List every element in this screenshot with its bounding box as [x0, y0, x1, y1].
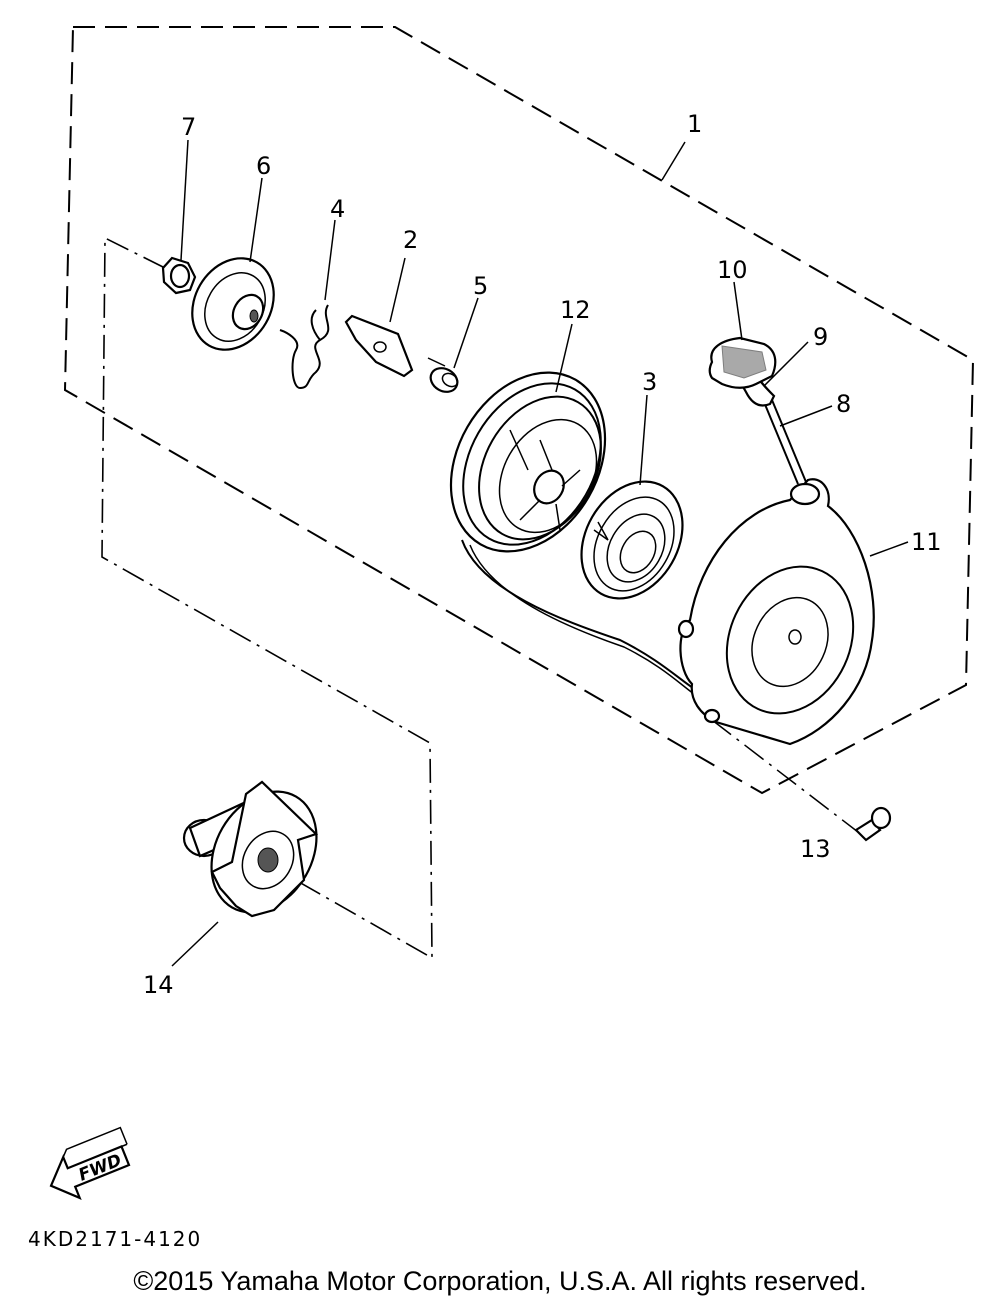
callout-9: 9: [813, 323, 828, 351]
part-3-spiral-spring[interactable]: [561, 463, 703, 616]
callout-6: 6: [256, 152, 271, 180]
part-12-pulley[interactable]: [420, 345, 697, 695]
callout-3: 3: [642, 368, 657, 396]
assembly-group-boundary: [63, 26, 975, 795]
part-13-bolt[interactable]: [854, 806, 892, 842]
callout-14: 14: [143, 971, 174, 999]
callout-11: 11: [911, 528, 942, 556]
copyright-notice: ©2015 Yamaha Motor Corporation, U.S.A. A…: [133, 1266, 867, 1296]
callout-4: 4: [330, 195, 345, 223]
part-5-coil[interactable]: [426, 357, 461, 397]
callout-2: 2: [403, 226, 418, 254]
callout-12: 12: [560, 296, 591, 324]
part-4-spring[interactable]: [279, 304, 330, 390]
callout-10: 10: [717, 256, 748, 284]
part-14-drive-pulley[interactable]: [182, 773, 338, 932]
callout-5: 5: [473, 272, 488, 300]
guide-frame: [101, 236, 433, 960]
part-7-nut[interactable]: [161, 256, 197, 295]
part-8-rope[interactable]: [763, 399, 807, 485]
part-6-plate[interactable]: [176, 243, 290, 364]
part-11-case[interactable]: [677, 478, 876, 746]
callout-13: 13: [800, 835, 831, 863]
fwd-arrow: FWD: [49, 1126, 131, 1200]
part-2-pawl[interactable]: [344, 314, 414, 378]
guide-line-13: [711, 719, 859, 833]
part-10-handle[interactable]: [708, 336, 777, 389]
leader-lines: [171, 139, 909, 967]
callout-7: 7: [181, 113, 196, 141]
callout-8: 8: [836, 390, 851, 418]
callout-1: 1: [687, 110, 702, 138]
reference-code: 4KD2171-4120: [28, 1227, 202, 1251]
